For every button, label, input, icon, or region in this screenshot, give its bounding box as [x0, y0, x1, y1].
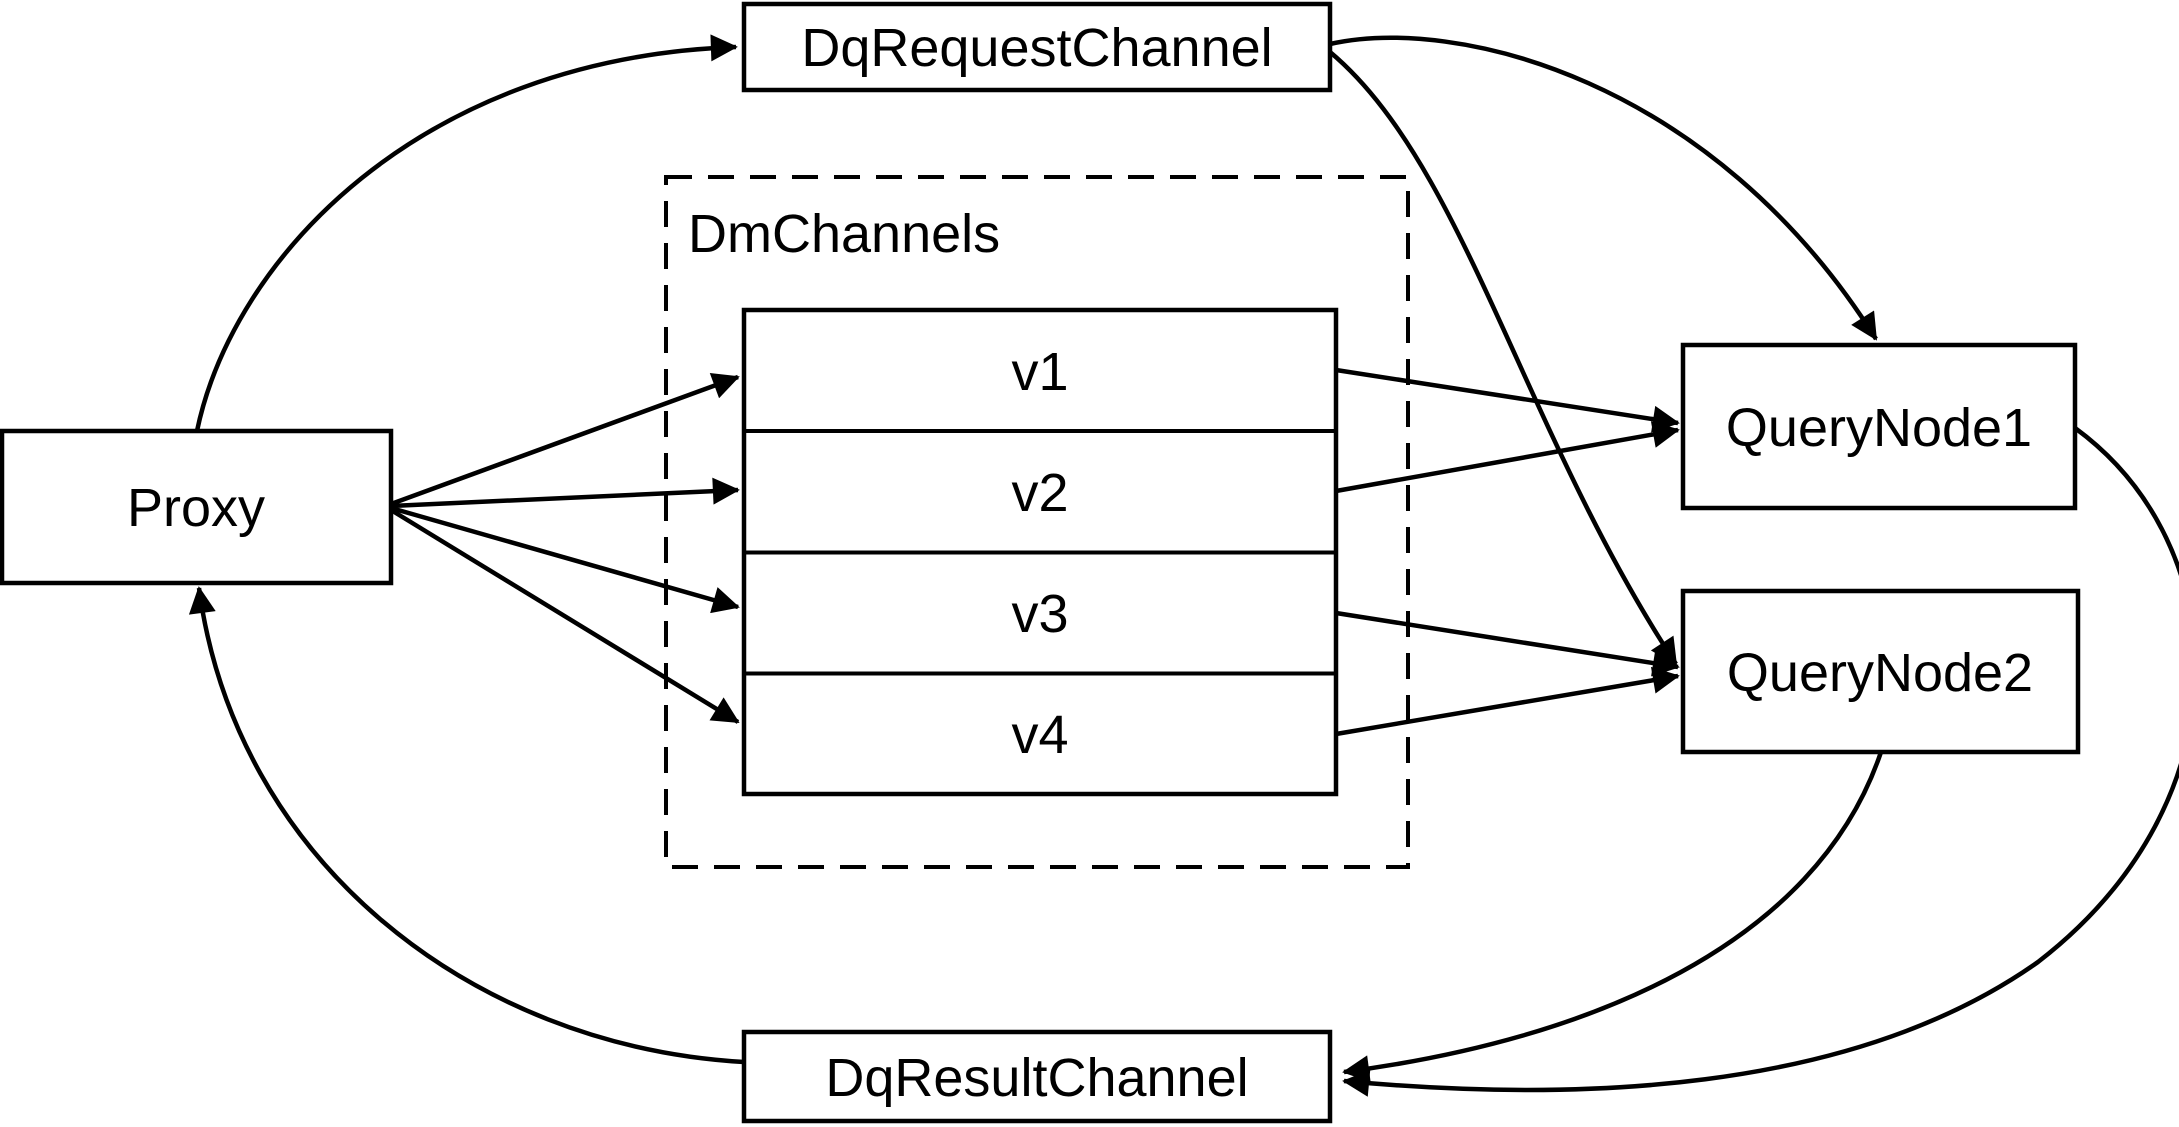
node-dq-result-channel-label: DqResultChannel	[825, 1048, 1248, 1108]
node-query-node-1-label: QueryNode1	[1726, 398, 2032, 458]
node-query-node-2-box	[1680, 588, 2081, 755]
edge-v1-to-query-node-1	[1335, 367, 1680, 433]
edge-v4-to-query-node-2	[1335, 666, 1680, 737]
channel-v1-label: v1	[1011, 342, 1068, 402]
node-query-node-2-label: QueryNode2	[1727, 643, 2033, 703]
channel-stack: v1 v2 v3 v4	[741, 307, 1339, 797]
edge-proxy-to-v2	[390, 477, 740, 509]
node-proxy-label: Proxy	[127, 478, 265, 538]
node-query-node-2: QueryNode2	[1680, 588, 2081, 755]
dm-channels-group-label: DmChannels	[688, 204, 1000, 264]
edge-query-node-2-to-dq-result-channel	[1342, 751, 1884, 1083]
edge-dq-request-channel-to-query-node-2	[1328, 50, 1678, 666]
node-dq-result-channel: DqResultChannel	[741, 1029, 1333, 1124]
node-dq-request-channel-box	[741, 1, 1333, 93]
edge-v3-to-query-node-2	[1335, 610, 1680, 677]
edge-v2-to-query-node-1	[1335, 421, 1680, 494]
channel-v2-label: v2	[1011, 463, 1068, 523]
edges-layer	[188, 34, 2179, 1097]
node-dq-result-channel-box	[741, 1029, 1333, 1124]
node-dq-request-channel: DqRequestChannel	[741, 1, 1333, 93]
edge-dq-request-channel-to-query-node-1	[1329, 35, 1878, 341]
channel-v4-label: v4	[1011, 705, 1068, 765]
node-query-node-1: QueryNode1	[1680, 342, 2078, 511]
edge-proxy-to-v1	[390, 372, 740, 507]
node-query-node-1-box	[1680, 342, 2078, 511]
edge-proxy-to-v3	[390, 505, 740, 614]
node-proxy: Proxy	[0, 428, 394, 586]
node-dq-request-channel-label: DqRequestChannel	[801, 18, 1272, 78]
edge-dq-result-channel-to-proxy	[188, 586, 745, 1065]
node-proxy-box	[0, 428, 394, 586]
edge-query-node-1-to-dq-result-channel	[1342, 426, 2179, 1097]
channel-v3-label: v3	[1011, 584, 1068, 644]
edge-proxy-to-v4	[389, 508, 740, 724]
dm-channels-group: DmChannels	[664, 175, 1410, 869]
edge-proxy-to-dq-request-channel	[194, 34, 738, 432]
